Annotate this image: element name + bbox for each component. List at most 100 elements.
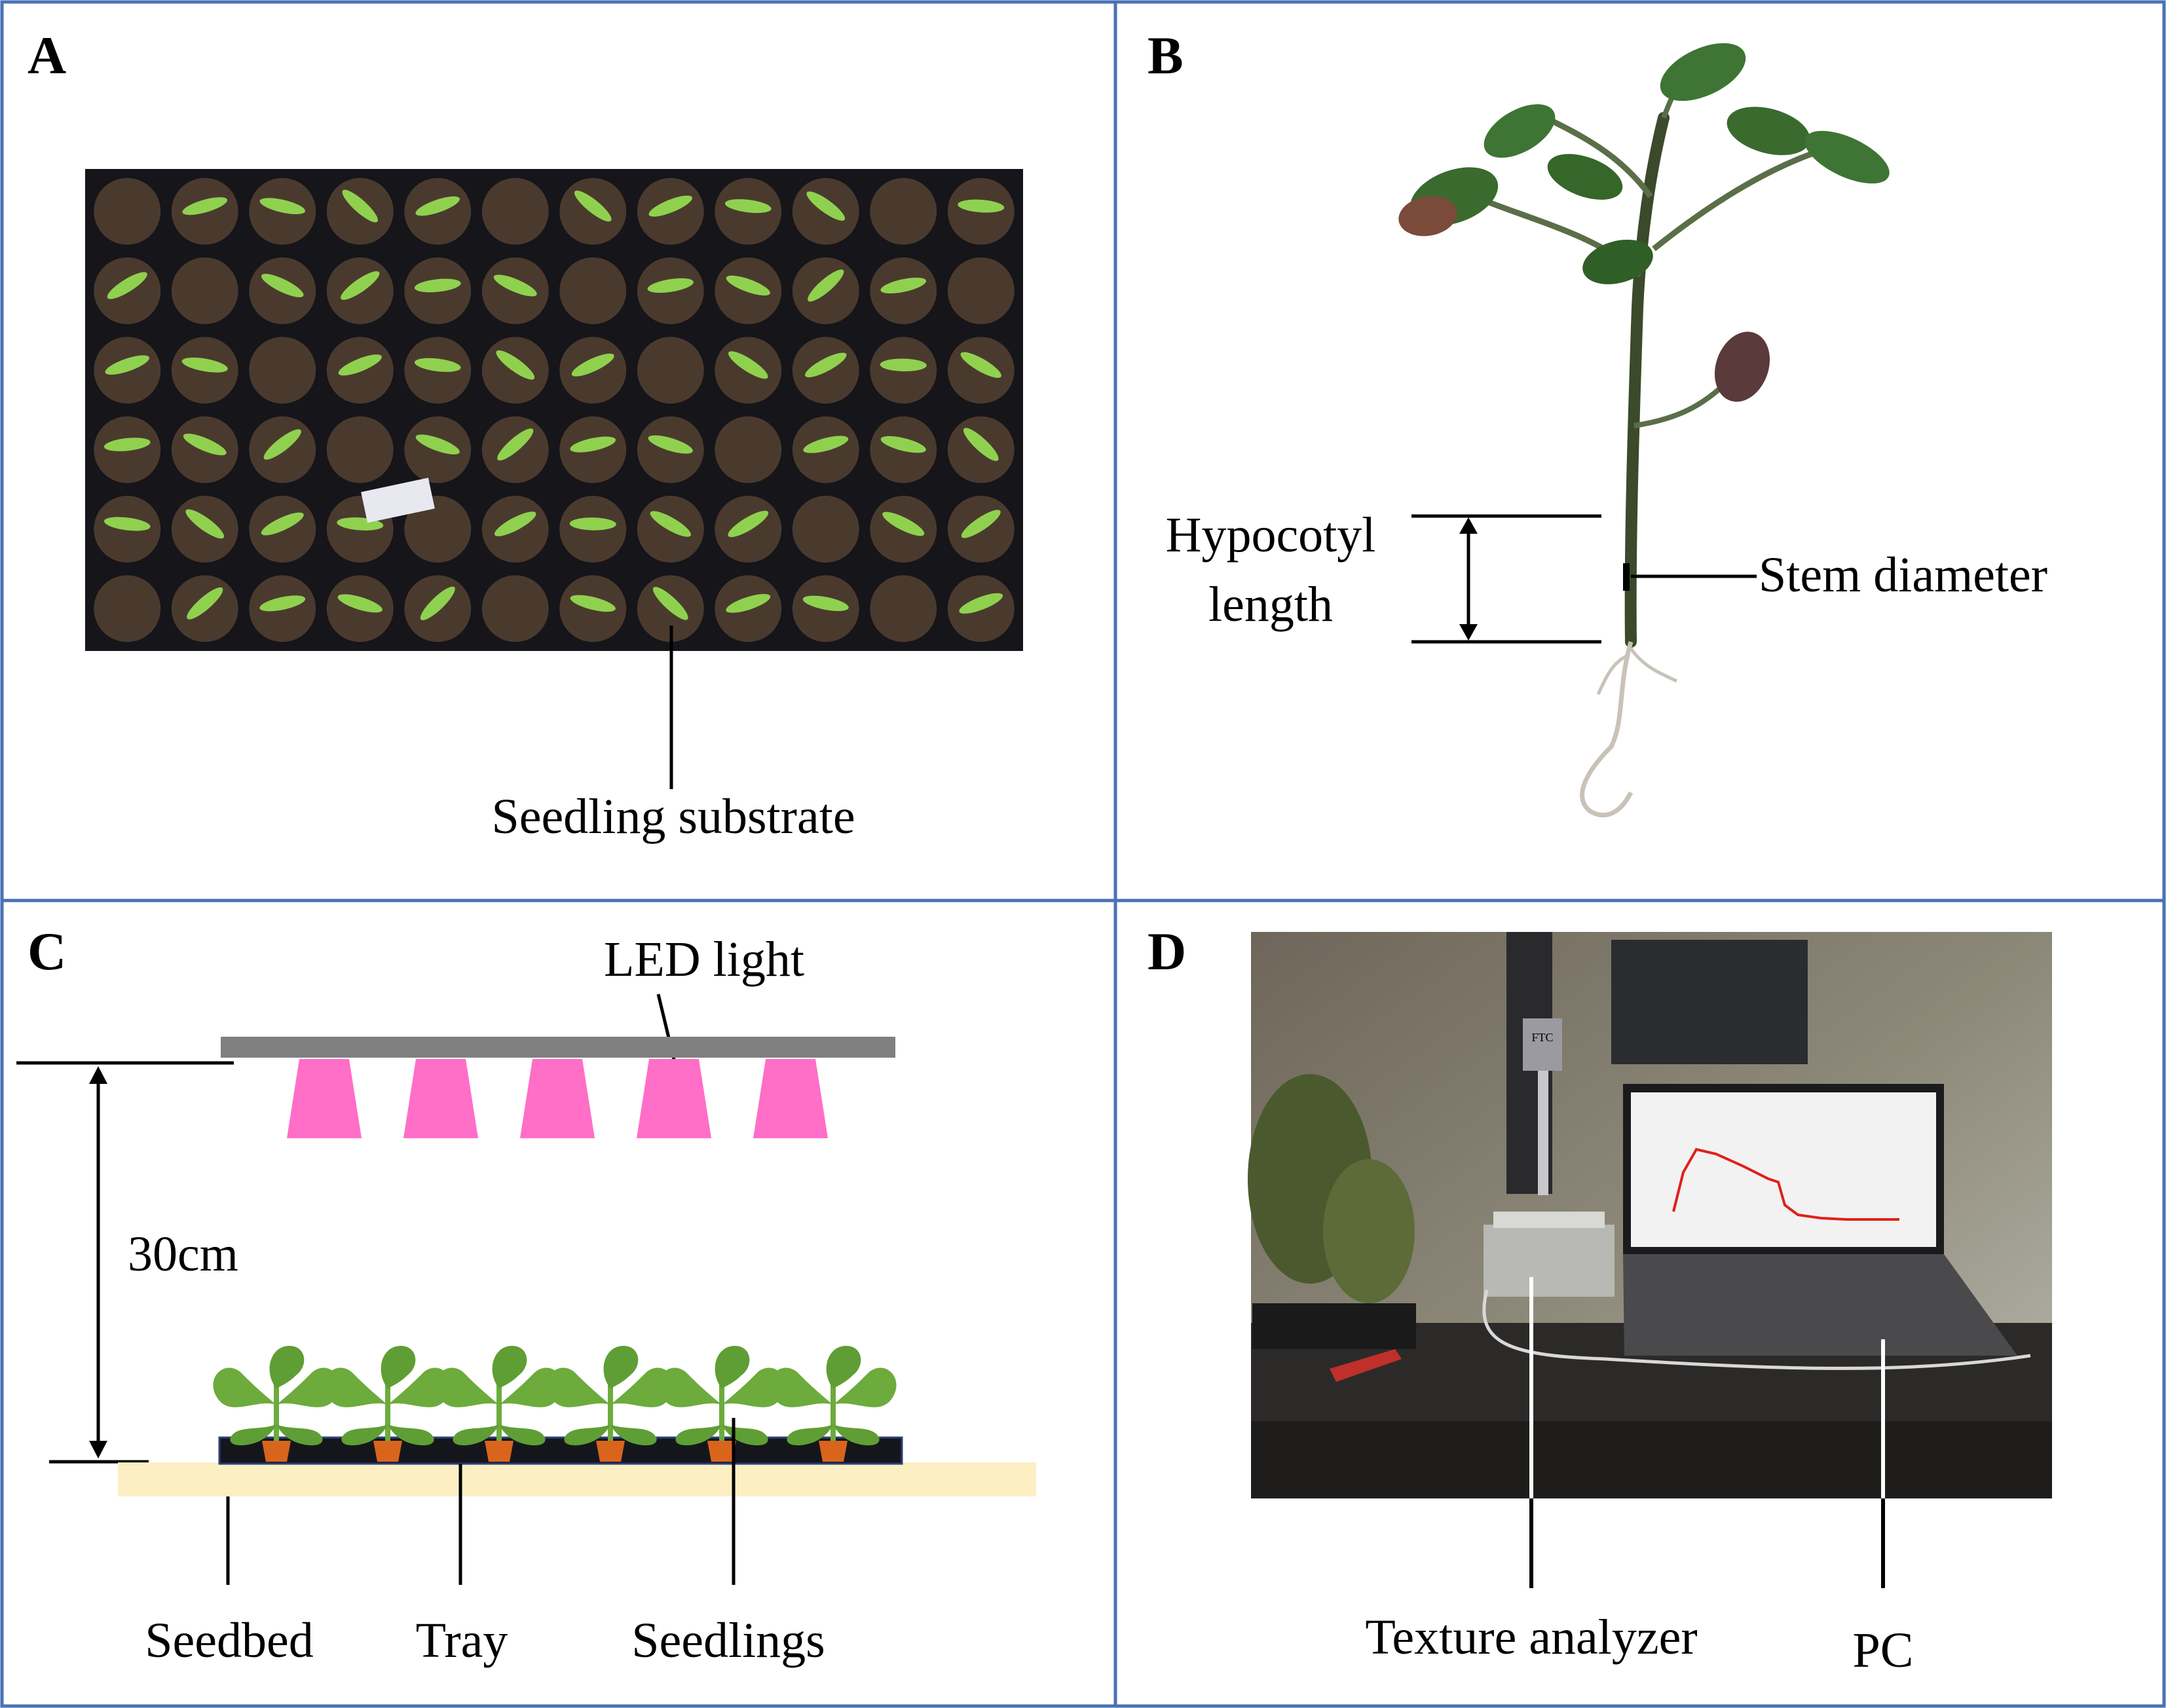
seedling [436, 1346, 563, 1462]
label-seedling-substrate: Seedling substrate [491, 789, 855, 844]
leaf [1398, 196, 1457, 236]
seedling-leaf [803, 436, 849, 453]
seedling-leaf [341, 271, 380, 300]
seedling-leaf [181, 357, 228, 373]
analyzer-brand: FTC [1531, 1031, 1553, 1044]
seedling-leaf [103, 437, 151, 452]
seedling-tray-photo [85, 169, 1023, 651]
height-arrow-head-up [89, 1066, 107, 1084]
seedling-leaf [414, 278, 461, 293]
seedling [770, 1346, 897, 1462]
lab-photo: FTC [1248, 932, 2052, 1498]
analyzer-platform [1493, 1212, 1605, 1228]
laptop-screen [1631, 1092, 1936, 1247]
seedling-leaf [187, 587, 223, 620]
led-beams [287, 1059, 828, 1138]
tray-cell [792, 496, 859, 563]
led-beam [287, 1059, 362, 1138]
seedling [658, 1346, 785, 1462]
seedling-leaf [261, 274, 304, 297]
seedling-leaf [182, 197, 228, 215]
seedling-plant [658, 1346, 785, 1445]
label-stem-diameter: Stem diameter [1759, 548, 2047, 603]
seedling-leaf [261, 512, 304, 536]
tray-cell [94, 177, 161, 245]
tray-cell [404, 496, 472, 563]
seedling-leaf [960, 352, 1001, 378]
seedling-leaf [497, 428, 534, 461]
seedling-leaf [569, 517, 616, 530]
seedling-leaf [570, 436, 616, 453]
tray-cell [94, 575, 161, 642]
seedling-leaf [808, 269, 844, 302]
seedling-leaf [652, 587, 688, 620]
label-seedbed: Seedbed [145, 1613, 313, 1668]
analyzer-probe [1538, 1071, 1548, 1195]
seedling-leaf [880, 277, 927, 294]
seedling [213, 1346, 340, 1462]
leaf [1547, 154, 1623, 200]
seedling-leaf [338, 354, 382, 376]
seedling-leaf [648, 435, 693, 454]
label-tray: Tray [416, 1613, 508, 1668]
seedling-leaf [415, 434, 460, 455]
seedling-leaf [493, 274, 537, 297]
leaf [1727, 107, 1810, 155]
panel-c-letter: C [28, 921, 66, 981]
panel-d: D FTC [1148, 921, 2052, 1678]
seedling-leaf [961, 510, 1001, 538]
laptop-cable [1482, 1290, 2031, 1370]
tray-cell [870, 575, 937, 642]
panel-c: C LED light 30cm Seedbed Tray Seedlings [16, 921, 1036, 1668]
seedling-leaf [806, 191, 846, 221]
hypocotyl-arrow-head-down [1459, 624, 1478, 640]
laptop-keyboard [1623, 1254, 2017, 1356]
leaf [1714, 331, 1770, 402]
tray-cell [947, 257, 1015, 324]
tray-cell [637, 337, 704, 404]
led-beam [403, 1059, 478, 1138]
panel-d-letter: D [1148, 921, 1186, 981]
tray-cell [481, 177, 549, 245]
analyzer-base [1484, 1225, 1615, 1297]
led-beam [520, 1059, 595, 1138]
tray-cell [481, 575, 549, 642]
seedling-pot [485, 1441, 513, 1462]
tray-cell [559, 257, 627, 324]
seedling-pot [707, 1441, 736, 1462]
seedling-leaf [963, 428, 999, 461]
seedling-leaf [574, 191, 612, 222]
seedling-leaf [958, 199, 1005, 213]
seedling-plant [770, 1346, 897, 1445]
force-curve [1672, 1147, 1899, 1221]
seedlings-row [213, 1346, 897, 1462]
seedling-leaf [263, 429, 301, 460]
seedling [324, 1346, 451, 1462]
plant-label-card [361, 477, 435, 523]
scissors [1330, 1349, 1402, 1382]
seedling-leaf [571, 353, 614, 377]
seedling-leaf [415, 196, 460, 216]
seedling-leaf [648, 195, 692, 217]
seedling-leaf [570, 595, 616, 612]
label-texture-analyzer: Texture analyzer [1365, 1610, 1697, 1665]
leaf [1582, 239, 1653, 285]
seedling-pot [373, 1441, 402, 1462]
seedling-leaf [726, 593, 771, 613]
label-led-light: LED light [604, 932, 804, 987]
seedling-leaf [802, 595, 849, 612]
seedling-leaf [414, 358, 461, 372]
analyzer-load-cell [1523, 1018, 1562, 1071]
seedling-leaf [259, 198, 305, 215]
seedling-leaf [880, 358, 927, 372]
seedling-leaf [880, 436, 926, 453]
seedling-leaf [650, 511, 691, 537]
seedling-leaf [724, 199, 772, 214]
tray-cell [326, 416, 394, 483]
tomato-seedling-photo [1398, 43, 1890, 818]
led-beam [637, 1059, 711, 1138]
label-height-30cm: 30cm [128, 1227, 238, 1282]
seedling-leaf [805, 352, 847, 378]
